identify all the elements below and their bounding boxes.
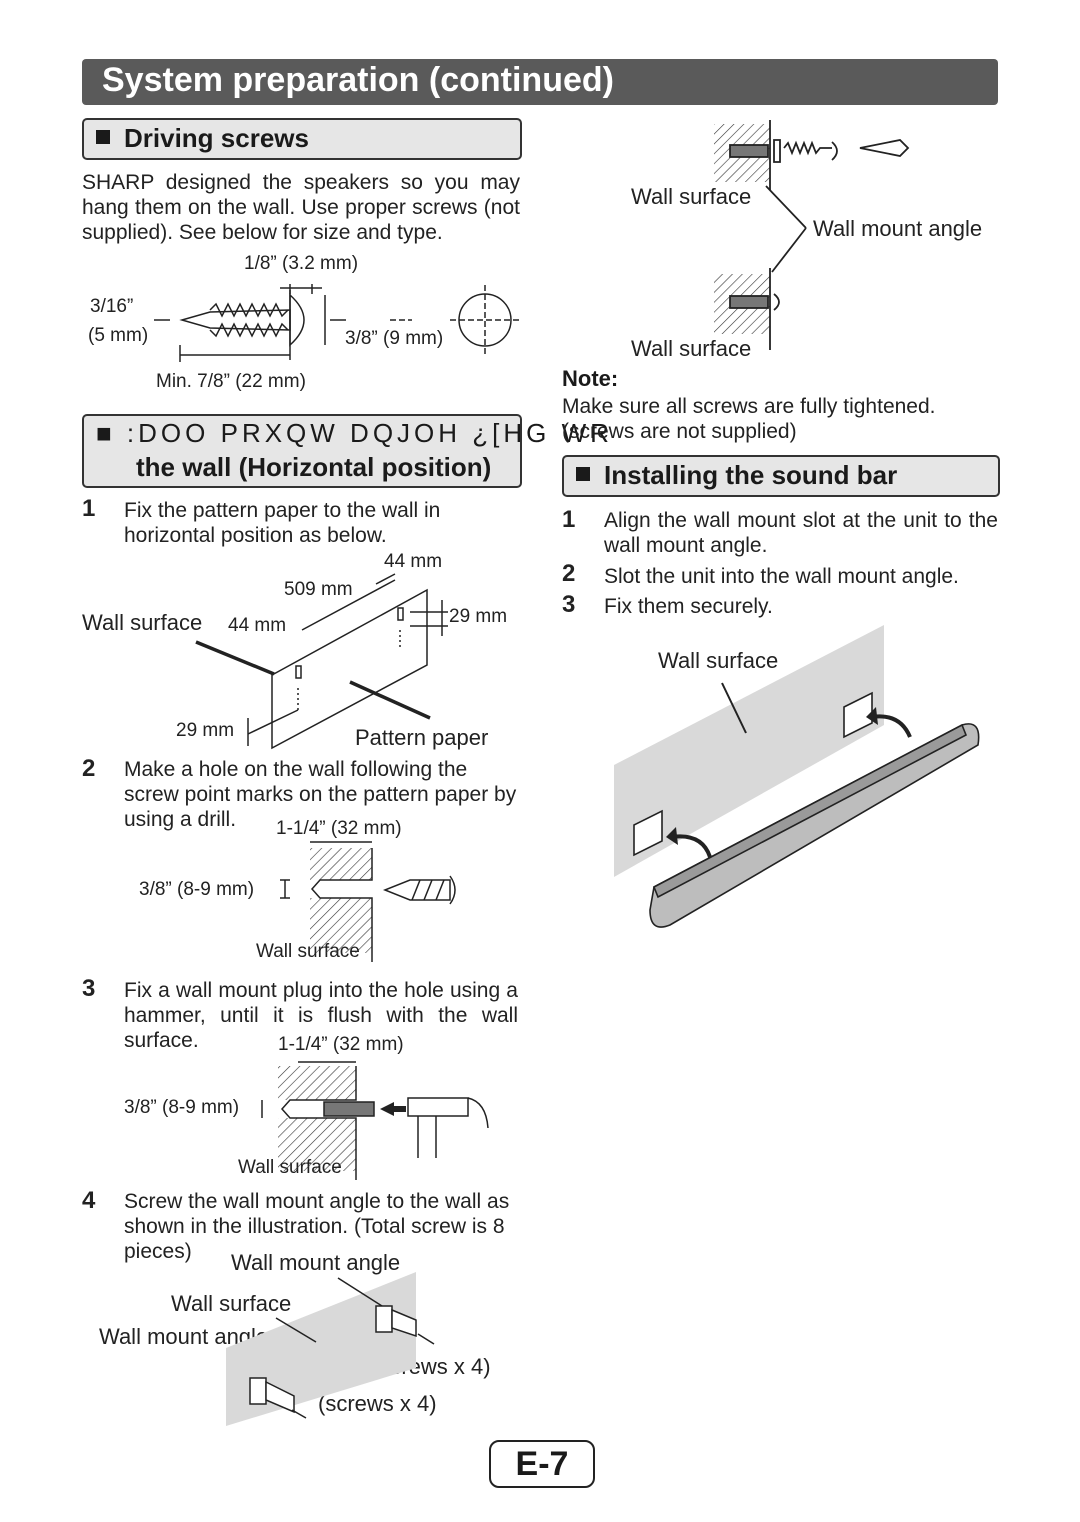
soundbar-install-figure	[614, 625, 980, 928]
dim-diameter-in: 3/16”	[90, 296, 134, 317]
dim-min-length: Min. 7/8” (22 mm)	[156, 371, 306, 392]
wall-mount-heading: the wall (Horizontal position)	[136, 452, 492, 482]
pattern-paper-figure	[195, 573, 448, 750]
step-number: 2	[82, 755, 96, 782]
mount-screws-b: (screws x 4)	[318, 1391, 437, 1416]
driving-screws-text: SHARP designed the speakers so you may h…	[82, 171, 520, 244]
note-label: Note:	[562, 366, 619, 391]
plug-hammer-figure	[261, 1061, 489, 1180]
step-text: Screw the wall mount angle to the wall a…	[124, 1190, 510, 1263]
screw-dimension-figure	[154, 284, 520, 362]
plug-diameter: 3/8” (8-9 mm)	[124, 1097, 240, 1118]
pattern-dim-44b: 44 mm	[384, 551, 443, 572]
drill-diameter: 3/8” (8-9 mm)	[139, 879, 255, 900]
wall-mount-heading-garbled: ■ :DOO PRXQW DQJOH ¿[HG WR	[96, 418, 613, 448]
drill-depth: 1-1/4” (32 mm)	[276, 818, 402, 839]
install-step-number: 2	[562, 560, 576, 587]
install-heading: Installing the sound bar	[604, 460, 898, 490]
pattern-dim-29a: 29 mm	[449, 606, 508, 627]
pattern-wall-surface: Wall surface	[82, 610, 203, 635]
mount-figure	[226, 1272, 435, 1426]
step-number: 1	[82, 495, 96, 522]
install-step-number: 3	[562, 591, 576, 618]
install-step-number: 1	[562, 506, 576, 533]
install-step-text: Align the wall mount slot at the unit to…	[604, 509, 998, 557]
wall-mount-heading-box: ■ :DOO PRXQW DQJOH ¿[HG WR the wall (Hor…	[82, 414, 609, 488]
install-heading-box: Installing the sound bar	[562, 455, 1000, 497]
page-number: E-7	[489, 1440, 595, 1488]
page-title-bar: System preparation (continued)	[82, 59, 998, 105]
wall-fig-wall-bottom: Wall surface	[631, 336, 752, 361]
mount-angle-top: Wall mount angle	[231, 1250, 401, 1275]
wall-angle-figure	[714, 120, 910, 350]
install-step-text: Slot the unit into the wall mount angle.	[604, 565, 959, 588]
dim-diameter-mm: (5 mm)	[88, 325, 149, 346]
step-text: Fix the pattern paper to the wall in hor…	[124, 499, 441, 547]
step-number: 4	[82, 1187, 96, 1214]
install-step-text: Fix them securely.	[604, 595, 773, 618]
driving-screws-heading: Driving screws	[124, 123, 309, 153]
note-text: Make sure all screws are fully tightened…	[562, 395, 936, 443]
step-text: Make a hole on the wall following the sc…	[124, 758, 517, 831]
step-text: Fix a wall mount plug into the hole usin…	[124, 979, 518, 1052]
pattern-dim-44a: 44 mm	[228, 615, 287, 636]
pattern-dim-509: 509 mm	[284, 579, 353, 600]
install-wall-surface: Wall surface	[658, 648, 779, 673]
page-title: System preparation (continued)	[102, 61, 614, 99]
driving-screws-heading-box: Driving screws	[82, 118, 522, 160]
dim-head-thickness: 1/8” (3.2 mm)	[244, 253, 359, 274]
pattern-dim-29b: 29 mm	[176, 720, 235, 741]
wall-fig-wall-top: Wall surface	[631, 184, 752, 209]
wall-fig-angle: Wall mount angle	[813, 216, 983, 241]
mount-wall-surface: Wall surface	[171, 1291, 292, 1316]
plug-depth: 1-1/4” (32 mm)	[278, 1034, 404, 1055]
pattern-paper-label: Pattern paper	[355, 725, 489, 750]
dim-head-diameter: 3/8” (9 mm)	[345, 328, 444, 349]
drill-figure	[280, 841, 456, 962]
step-number: 3	[82, 975, 96, 1002]
